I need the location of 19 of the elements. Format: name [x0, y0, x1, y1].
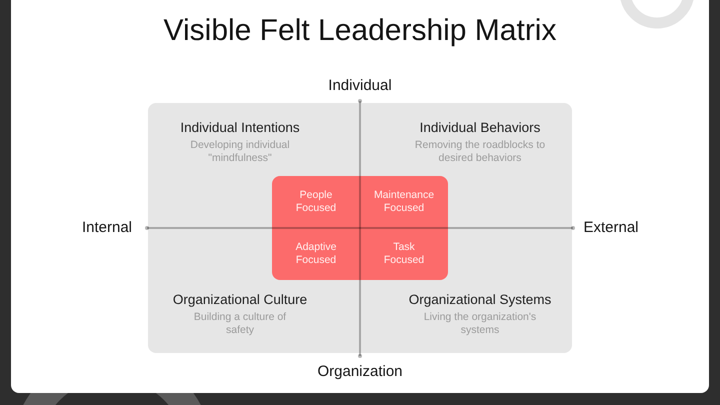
focus-label: Task Focused — [382, 241, 426, 267]
focus-label: Maintenance Focused — [373, 189, 435, 215]
quadrant-heading: Individual Intentions — [180, 120, 300, 136]
axis-label: Organization — [317, 363, 403, 381]
matrix-panel — [148, 103, 572, 353]
quadrant-heading: Individual Behaviors — [420, 120, 540, 136]
quadrant-heading: Organizational Culture — [172, 292, 308, 308]
quadrant-description: Developing individual "mindfulness" — [189, 139, 291, 165]
axis-label: Individual — [328, 77, 392, 95]
focus-label: Adaptive Focused — [294, 241, 338, 267]
focus-label: People Focused — [294, 189, 338, 215]
quadrant-description: Living the organization's systems — [422, 311, 538, 337]
title: Visible Felt Leadership Matrix — [164, 13, 556, 49]
quadrant-heading: Organizational Systems — [408, 292, 552, 308]
axis-label: External — [583, 219, 639, 237]
quadrant-description: Building a culture of safety — [192, 311, 288, 337]
axis-label: Internal — [82, 219, 132, 237]
focus-box — [272, 176, 448, 280]
quadrant-description: Removing the roadblocks to desired behaviors — [414, 139, 546, 165]
